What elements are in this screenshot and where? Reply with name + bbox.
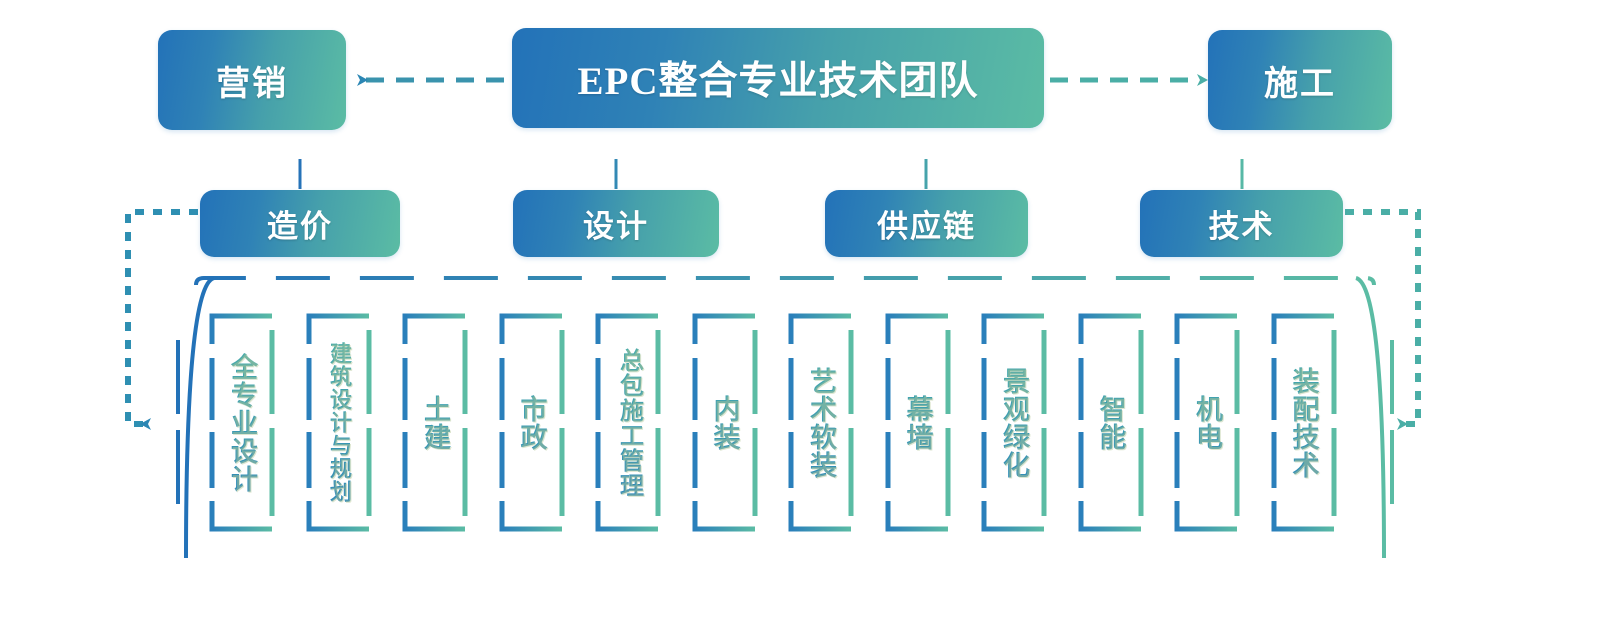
leaf-frame	[692, 313, 757, 532]
leaf-item-5[interactable]: 内装	[689, 310, 761, 535]
leaf-label-9: 智能	[1075, 310, 1147, 535]
leaf-label-7: 幕墙	[882, 310, 954, 535]
leaf-item-1[interactable]: 建筑设计与规划	[303, 310, 375, 535]
leaf-item-3[interactable]: 市政	[496, 310, 568, 535]
node-supply-chain[interactable]: 供应链	[825, 190, 1028, 257]
leaf-item-11[interactable]: 装配技术	[1268, 310, 1340, 535]
leaf-label-4: 总包施工管理	[592, 310, 664, 535]
leaf-frame	[499, 313, 564, 532]
leaf-item-0[interactable]: 全专业设计	[206, 310, 278, 535]
leaf-item-10[interactable]: 机电	[1171, 310, 1243, 535]
node-marketing[interactable]: 营销	[158, 30, 346, 130]
leaf-item-7[interactable]: 幕墙	[882, 310, 954, 535]
leaf-label-3: 市政	[496, 310, 568, 535]
leaf-label-10: 机电	[1171, 310, 1243, 535]
leaf-frame	[1078, 313, 1143, 532]
leaf-label-8: 景观绿化	[978, 310, 1050, 535]
leaf-item-4[interactable]: 总包施工管理	[592, 310, 664, 535]
node-technology[interactable]: 技术	[1140, 190, 1343, 257]
node-cost[interactable]: 造价	[200, 190, 400, 257]
leaf-frame	[885, 313, 950, 532]
leaf-label-2: 土建	[399, 310, 471, 535]
leaf-frame	[306, 313, 371, 532]
node-construction[interactable]: 施工	[1208, 30, 1392, 130]
leaf-item-6[interactable]: 艺术软装	[785, 310, 857, 535]
leaf-label-0: 全专业设计	[206, 310, 278, 535]
leaf-label-5: 内装	[689, 310, 761, 535]
leaf-label-1: 建筑设计与规划	[303, 310, 375, 535]
leaf-frame	[1271, 313, 1336, 532]
leaf-frame	[595, 313, 661, 532]
node-root-title[interactable]: EPC整合专业技术团队	[512, 28, 1044, 128]
leaf-item-2[interactable]: 土建	[399, 310, 471, 535]
leaf-item-9[interactable]: 智能	[1075, 310, 1147, 535]
leaf-item-8[interactable]: 景观绿化	[978, 310, 1050, 535]
leaf-frame	[1174, 313, 1240, 532]
leaf-label-11: 装配技术	[1268, 310, 1340, 535]
leaf-label-6: 艺术软装	[785, 310, 857, 535]
leaf-frame	[402, 313, 468, 532]
leaf-frame	[788, 313, 854, 532]
leaf-item-row: 全专业设计 建筑设计与规划 土建	[0, 310, 1599, 535]
leaf-frame	[981, 313, 1047, 532]
node-design[interactable]: 设计	[513, 190, 719, 257]
